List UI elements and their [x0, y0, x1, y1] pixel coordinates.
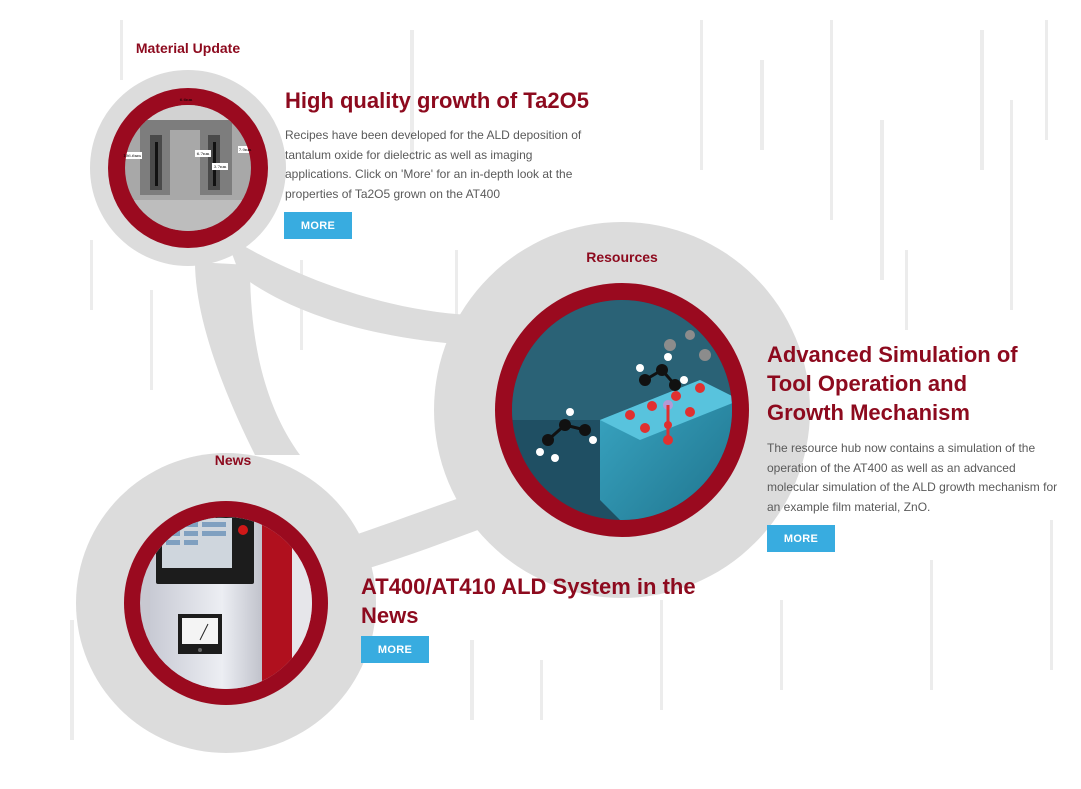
- resources-title[interactable]: Advanced Simulation of Tool Operation an…: [767, 342, 1018, 425]
- image-label: 3.7nm: [214, 164, 227, 169]
- news-more-button[interactable]: MORE: [361, 636, 429, 663]
- material-update-label: Material Update: [135, 40, 241, 56]
- news-title[interactable]: AT400/AT410 ALD System in the News: [361, 574, 696, 628]
- resources-description: The resource hub now contains a simulati…: [767, 441, 1058, 514]
- image-label: 6.7nm: [197, 151, 210, 156]
- news-image: [124, 501, 328, 705]
- material-update-image: 6.6nm 6.7nm 3.7nm 7.0nm 106.6nm: [108, 88, 268, 248]
- streak-pattern: [70, 20, 1053, 740]
- material-update-more-button[interactable]: MORE: [284, 212, 352, 239]
- material-update-title[interactable]: High quality growth of Ta2O5: [285, 88, 589, 113]
- news-label: News: [214, 452, 252, 468]
- image-label: 6.6nm: [180, 97, 193, 102]
- resources-more-button[interactable]: MORE: [767, 525, 835, 552]
- material-update-description: Recipes have been developed for the ALD …: [285, 128, 582, 201]
- image-label: 106.6nm: [123, 153, 141, 158]
- resources-label: Resources: [586, 249, 658, 265]
- image-label: 7.0nm: [239, 147, 252, 152]
- resources-image: [495, 283, 749, 537]
